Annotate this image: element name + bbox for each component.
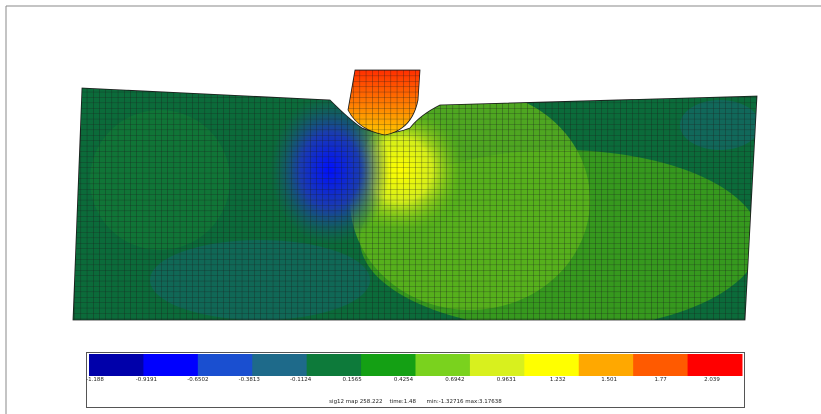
scale-tick-label: 1.232 [549, 377, 566, 383]
scale-tick-label: -1.188 [86, 377, 104, 383]
scale-swatch [469, 354, 525, 376]
scale-swatch [197, 354, 253, 376]
scale-tick-label: 0.1565 [342, 377, 362, 383]
scale-swatch [252, 354, 308, 376]
scale-tick-label: -0.9191 [135, 377, 158, 383]
scale-tick-label: 0.9631 [496, 377, 516, 383]
scale-tick-label: 1.501 [601, 377, 618, 383]
color-scale-bar [89, 354, 743, 376]
scale-tick-label: 0.4254 [393, 377, 414, 383]
scale-swatch [415, 354, 471, 376]
scale-swatch [633, 354, 689, 376]
indenter-outline [347, 69, 421, 136]
scale-tick-label: 2.039 [704, 377, 720, 383]
scale-tick-label: 0.6942 [445, 377, 465, 383]
scale-swatch [687, 354, 743, 376]
scale-tick-label: -0.1124 [290, 377, 312, 383]
deformed-block [73, 88, 757, 320]
scale-swatch [578, 354, 634, 376]
scale-tick-label: -0.6502 [187, 377, 209, 383]
color-scale-legend: -1.188 -0.9191 -0.6502 -0.3813 -0.1124 0.1565… [86, 352, 745, 408]
scale-swatch [306, 354, 362, 376]
scale-swatch [143, 354, 199, 376]
scale-tick-label: 1.77 [654, 377, 667, 383]
scale-swatch [524, 354, 580, 376]
scale-tick-label: -0.3813 [238, 377, 260, 383]
scale-swatch [361, 354, 416, 376]
status-line: sig12 map 258.222 time:1.48 min:-1.32716… [329, 399, 502, 405]
color-scale-ticks: -1.188 -0.9191 -0.6502 -0.3813 -0.1124 0.1565… [86, 377, 744, 389]
scale-swatch [89, 354, 144, 376]
